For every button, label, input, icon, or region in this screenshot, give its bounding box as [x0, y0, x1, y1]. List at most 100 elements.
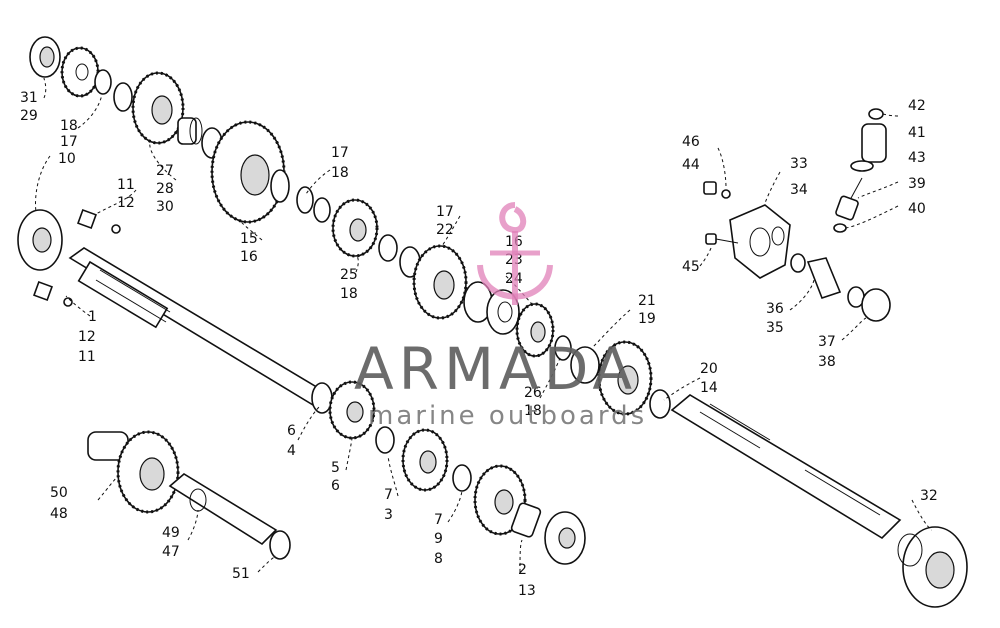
callout-6: 6 [331, 478, 340, 494]
callout-50: 50 [50, 485, 68, 501]
ring-18-lower [378, 234, 398, 262]
bearing-31-29 [29, 36, 61, 78]
ring-7-upper [375, 426, 395, 454]
callout-15: 15 [240, 231, 258, 247]
callout-48: 48 [50, 506, 68, 522]
snap-ring-18-upper [94, 69, 112, 95]
ring-7-lower [452, 464, 472, 492]
gear-15 [210, 120, 290, 224]
sensor-39 [835, 177, 863, 221]
callout-37: 37 [818, 334, 836, 350]
callout-11: 11 [117, 177, 135, 193]
callout-labels: 31 29 18 17 10 27 28 30 11 12 15 16 17 1… [20, 90, 938, 599]
callout-34: 34 [790, 182, 808, 198]
callout-41: 41 [908, 125, 926, 141]
ring-18-mid [313, 197, 331, 223]
bushing-28 [177, 117, 203, 145]
gear-small-upper [60, 46, 100, 98]
callout-13: 13 [518, 583, 536, 599]
gear-21 [597, 340, 653, 416]
callout-5: 5 [331, 460, 340, 476]
bearing-10 [17, 209, 63, 271]
callout-30: 30 [156, 199, 174, 215]
callout-16: 16 [240, 249, 258, 265]
callout-17: 17 [331, 145, 349, 161]
callout-18: 18 [331, 165, 349, 181]
seal-37 [847, 286, 891, 322]
bearing-13 [544, 511, 586, 565]
callout-31: 31 [20, 90, 38, 106]
gear-22 [412, 244, 468, 320]
callout-25: 25 [340, 267, 358, 283]
gear-5 [328, 380, 376, 440]
gear-24 [515, 302, 555, 358]
callout-28: 28 [156, 181, 174, 197]
hub-2 [510, 502, 542, 538]
callout-4: 4 [287, 443, 296, 459]
callout-8: 8 [434, 551, 443, 567]
callout-11: 11 [78, 349, 96, 365]
gear-3 [401, 428, 449, 492]
callout-14: 14 [700, 380, 718, 396]
shaft-36 [790, 253, 842, 299]
callout-16: 16 [505, 234, 523, 250]
washer-17-mid [296, 186, 314, 214]
gear-25 [331, 198, 379, 258]
callout-29: 29 [20, 108, 38, 124]
callout-17: 17 [436, 204, 454, 220]
callout-36: 36 [766, 301, 784, 317]
callout-19: 19 [638, 311, 656, 327]
key-11-12-upper [77, 209, 121, 234]
callout-27: 27 [156, 163, 174, 179]
callout-1: 1 [88, 309, 97, 325]
callout-2: 2 [518, 562, 527, 578]
gear-9 [473, 464, 527, 536]
callout-20: 20 [700, 361, 718, 377]
callout-49: 49 [162, 525, 180, 541]
key-11-12-lower [33, 281, 73, 307]
input-shaft-1 [68, 247, 332, 410]
callout-18: 18 [524, 403, 542, 419]
callout-3: 3 [384, 507, 393, 523]
callout-47: 47 [162, 544, 180, 560]
callout-17: 17 [60, 134, 78, 150]
callout-42: 42 [908, 98, 926, 114]
shift-hub-23 [463, 281, 520, 335]
callout-24: 24 [505, 271, 523, 287]
callout-32: 32 [920, 488, 938, 504]
callout-18: 18 [60, 118, 78, 134]
callout-51: 51 [232, 566, 250, 582]
callout-46: 46 [682, 134, 700, 150]
bolt-45 [705, 233, 739, 245]
gear-27 [131, 71, 185, 145]
callout-39: 39 [908, 176, 926, 192]
bushing-26 [570, 346, 600, 384]
callout-7: 7 [434, 512, 443, 528]
cap-41 [861, 108, 887, 163]
callout-12: 12 [78, 329, 96, 345]
output-shaft-14 [670, 394, 902, 540]
callout-12: 12 [117, 195, 135, 211]
washer-20 [649, 389, 671, 419]
callout-22: 22 [436, 222, 454, 238]
callout-44: 44 [682, 157, 700, 173]
snap-ring-51 [269, 530, 291, 560]
callout-38: 38 [818, 354, 836, 370]
callout-33: 33 [790, 156, 808, 172]
idler-shaft-49 [168, 473, 278, 546]
callout-21: 21 [638, 293, 656, 309]
callout-10: 10 [58, 151, 76, 167]
callout-35: 35 [766, 320, 784, 336]
callout-26: 26 [524, 385, 542, 401]
callout-45: 45 [682, 259, 700, 275]
callout-7: 7 [384, 487, 393, 503]
o-ring-43 [850, 160, 874, 172]
drive-flange-32 [897, 526, 968, 608]
washer-17-upper [113, 82, 133, 112]
bolt-44 [703, 181, 731, 199]
shift-housing-33 [729, 204, 791, 279]
idler-gear-50 [87, 430, 180, 514]
callout-6: 6 [287, 423, 296, 439]
callout-23: 23 [505, 252, 523, 268]
